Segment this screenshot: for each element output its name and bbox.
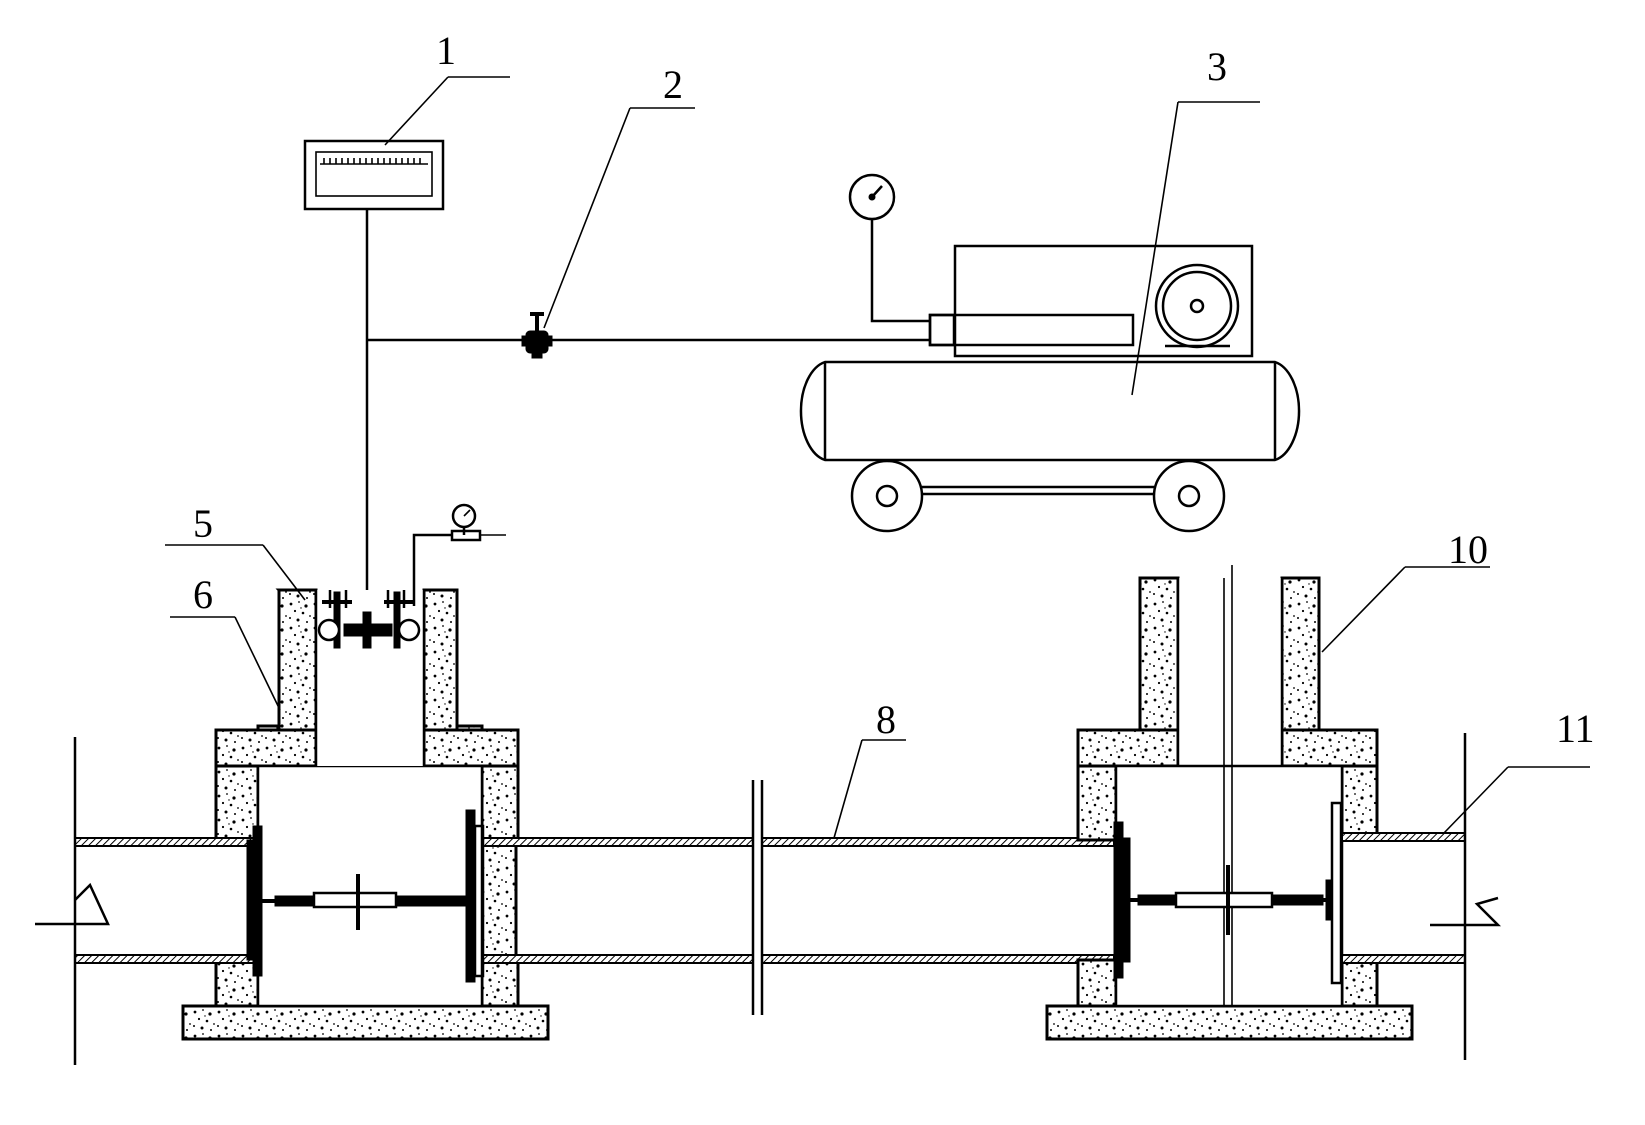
leader-line-6 bbox=[170, 616, 281, 711]
leader-line-3 bbox=[1131, 101, 1260, 396]
compressor-flywheel-icon bbox=[1154, 263, 1240, 349]
leader-line-11 bbox=[1442, 766, 1590, 835]
label-8: 8 bbox=[876, 697, 896, 742]
right-pipe bbox=[1341, 733, 1502, 1060]
left-inspection-well bbox=[181, 588, 550, 1041]
air-compressor bbox=[799, 173, 1301, 533]
compressor-wheel-right-icon bbox=[1152, 459, 1226, 533]
compressor-wheel-left-icon bbox=[850, 459, 924, 533]
label-3: 3 bbox=[1207, 44, 1227, 89]
leader-line-8 bbox=[833, 739, 906, 839]
valve bbox=[521, 312, 553, 359]
right-pipe-plug bbox=[1113, 801, 1343, 985]
recorder-scale bbox=[323, 158, 421, 164]
label-5: 5 bbox=[193, 501, 213, 546]
label-11: 11 bbox=[1556, 706, 1595, 751]
leader-line-2 bbox=[543, 107, 695, 329]
recorder-panel bbox=[303, 139, 445, 211]
leader-line-10 bbox=[1321, 566, 1490, 653]
label-2: 2 bbox=[663, 62, 683, 107]
label-10: 10 bbox=[1448, 527, 1488, 572]
well-top-fittings bbox=[317, 503, 506, 649]
left-pipe-plug bbox=[246, 809, 485, 983]
label-1: 1 bbox=[436, 28, 456, 73]
label-6: 6 bbox=[193, 572, 213, 617]
leader-line-1 bbox=[384, 76, 510, 146]
main-pipe bbox=[482, 780, 1115, 1015]
leader-line-5 bbox=[165, 544, 306, 601]
right-inspection-well bbox=[1045, 565, 1414, 1041]
